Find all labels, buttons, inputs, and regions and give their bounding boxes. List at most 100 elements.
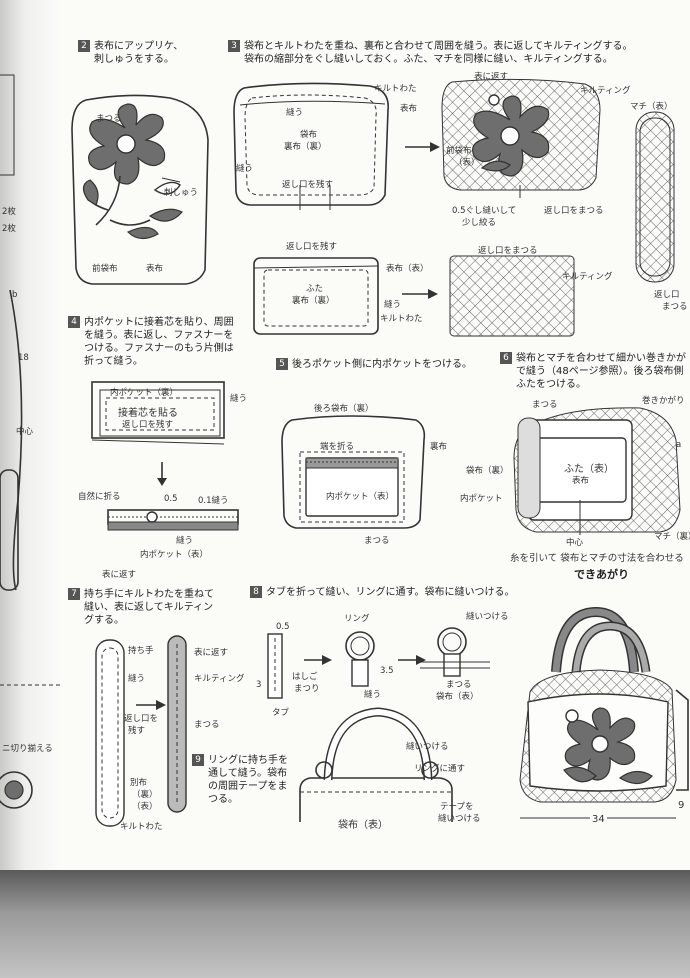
label: 表布 [146,264,164,274]
depth-dimension: 9 [678,800,685,811]
step-text: タブを折って縫い、リングに通す。袋布に縫いつける。 [266,587,515,598]
label: 内ポケット（裏） [110,388,179,398]
step-text: の周囲テープをま [208,781,288,792]
label: 3 [256,680,262,690]
label: 裏布（裏） [284,142,327,152]
label: 返し口を残す [282,180,334,190]
step-text: で縫う（48ページ参照）。後ろ袋布側 [516,366,684,377]
finished-title: できあがり [574,568,629,581]
label: 糸を引いて 袋布とマチの寸法を合わせる [510,553,684,564]
label: 表に返す [474,72,509,82]
label: 接着芯を貼る [118,408,178,419]
label: 縫いつける [406,742,449,752]
margin-note-c: b [12,290,18,300]
label: まつる [662,302,688,312]
label: 自然に折る [78,492,121,502]
label: ふた [306,284,324,294]
label: 縫う [128,674,146,684]
label: 縫う [176,536,194,546]
step4-drawing [91,381,239,531]
width-dimension: 34 [590,814,607,825]
label: 袋布（表） [338,820,388,831]
label: まつる [364,536,390,546]
label: 袋布（表） [436,692,479,702]
illustrations [0,74,689,827]
step-text: リングに持ち手を [208,755,288,766]
label: 表に返す [194,648,229,658]
step3-flap-quilted-drawing [449,255,575,337]
label: 縫いつける [466,612,509,622]
label: 表に返す [102,570,137,580]
label: キルティング [562,272,613,282]
label: 前袋布 [92,264,118,274]
step-number: 3 [228,40,240,52]
label: 0.5 [164,494,178,504]
label: 返し口を [124,714,159,724]
margin-note-f: ニ切り揃える [2,744,53,754]
step6-drawing [513,407,681,535]
step2-drawing [71,94,209,285]
label: 少し絞る [462,218,497,228]
step-5: 5 後ろポケット側に内ポケットをつける。 [276,358,472,371]
step-number: 5 [276,358,288,370]
step-number: 9 [192,754,204,766]
label: キルティング [580,86,631,96]
step-3: 3 袋布とキルトわたを重ね、裏布と合わせて周囲を縫う。表に返してキルティングする。… [228,40,633,66]
step-text: 通して縫う。袋布 [208,768,288,779]
step-text: 袋布とキルトわたを重ね、裏布と合わせて周囲を縫う。表に返してキルティングする。 [244,41,633,52]
label: 残す [128,726,146,736]
label: （表） [454,158,480,168]
label: 縫う [230,394,248,404]
label: （表） [132,802,158,812]
label: 縫う [286,108,304,118]
step-text: ふたをつける。 [516,379,586,390]
step-text: グする。 [84,615,124,626]
label: 表布 [572,476,590,486]
step-text: 後ろポケット側に内ポケットをつける。 [292,359,472,370]
step-text: つける。ファスナーのもう片側は [84,343,234,354]
label: 0.5 [276,622,290,632]
label: 0.5ぐし縫いして [452,206,517,216]
label: 別布 [130,778,148,788]
label: 3.5 [380,666,394,676]
label: （裏） [132,790,158,800]
step-number: 7 [68,588,80,600]
margin-note-a: 2枚 [2,207,16,217]
page-spine [0,0,60,870]
label: はしご [292,672,318,682]
label: 表布（表） [386,264,429,274]
label: 返し口 [654,290,680,300]
label: 内ポケット（表） [140,550,209,560]
label: 袋布（裏） [466,466,509,476]
label: リング [344,614,370,624]
step8-drawing [267,627,490,699]
label: 後ろ袋布（裏） [314,404,374,414]
label: まつり [294,684,320,694]
label: テープを [440,802,474,812]
step-text: 刺しゅうをする。 [94,54,174,65]
label: マチ（表） [630,102,673,112]
step-text: 表布にアップリケ、 [94,41,184,52]
step3-flap-drawing [253,257,438,335]
label: 返し口を残す [286,242,338,252]
label: 巻きかがり [642,396,685,406]
label: 中心 [566,538,584,548]
scanner-background [0,870,690,978]
final-bag-drawing [519,606,689,819]
label: まつる [446,680,472,690]
step3-body-drawing [233,82,440,210]
label: 返し口をまつる [478,246,538,256]
step-number: 8 [250,586,262,598]
step-number: 4 [68,316,80,328]
label: 内ポケット（表） [326,492,395,502]
step-text: 袋布の縮部分をぐし縫いしておく。ふた、マチを同様に縫い、キルティングする。 [244,54,613,65]
step-text: 折って縫う。 [84,356,143,367]
step-text: を縫う。表に返し、ファスナーを [84,330,234,341]
step-8: 8 タブを折って縫い、リングに通す。袋布に縫いつける。 [250,586,515,599]
margin-drawing [0,74,60,809]
